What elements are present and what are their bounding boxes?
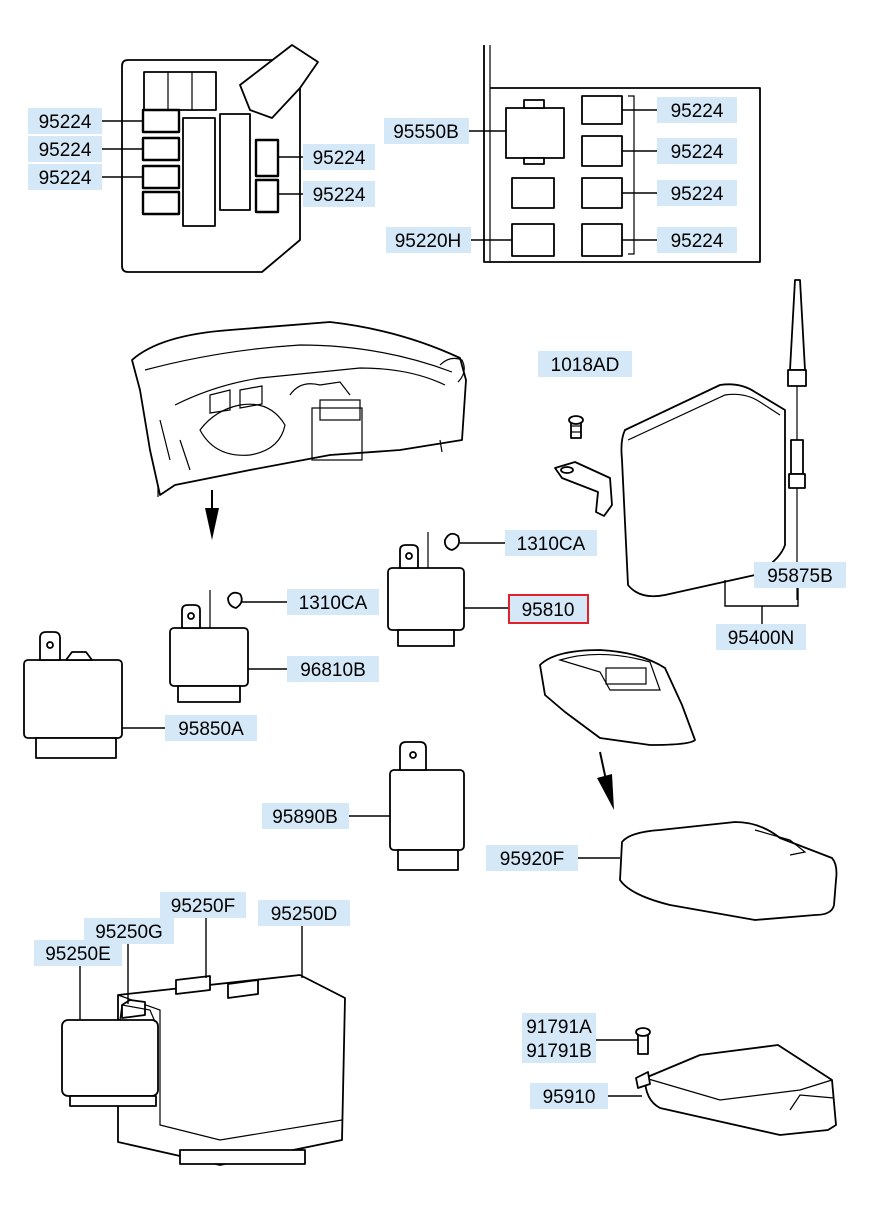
svg-text:95224: 95224 xyxy=(313,148,366,169)
relay-panel-right xyxy=(483,45,761,263)
svg-text:95250F: 95250F xyxy=(171,896,235,917)
label-95850a[interactable]: 95850A xyxy=(165,715,257,741)
label-95224-h[interactable]: 95224 xyxy=(657,180,737,206)
svg-text:91791B: 91791B xyxy=(526,1041,592,1062)
svg-text:91791A: 91791A xyxy=(526,1017,592,1038)
label-95250f[interactable]: 95250F xyxy=(160,892,246,918)
relay-95810 xyxy=(387,532,465,647)
svg-text:95550B: 95550B xyxy=(393,122,459,143)
module-95920f xyxy=(619,821,838,921)
svg-text:1310CA: 1310CA xyxy=(299,593,368,614)
arrow-down-icon xyxy=(597,751,614,810)
svg-text:95224: 95224 xyxy=(39,168,92,189)
highlight-box xyxy=(508,594,589,624)
label-95920f[interactable]: 95920F xyxy=(486,845,578,871)
label-96810b[interactable]: 96810B xyxy=(287,656,379,682)
antenna-95875b xyxy=(787,279,807,600)
label-95910[interactable]: 95910 xyxy=(530,1083,608,1109)
label-1018ad[interactable]: 1018AD xyxy=(538,351,632,377)
bolt-1018ad xyxy=(568,415,584,439)
dashboard-outline xyxy=(131,321,467,497)
module-95910 xyxy=(635,1027,837,1136)
svg-text:95224: 95224 xyxy=(313,185,366,206)
junction-box-left xyxy=(121,44,319,273)
svg-text:95220H: 95220H xyxy=(395,231,462,252)
label-91791a[interactable]: 91791A xyxy=(522,1013,596,1039)
console-outline xyxy=(539,649,696,746)
relay-95850a xyxy=(23,631,123,759)
label-95224-b[interactable]: 95224 xyxy=(28,136,102,162)
label-95250g[interactable]: 95250G xyxy=(84,918,174,944)
svg-text:95910: 95910 xyxy=(543,1087,596,1108)
svg-text:95250G: 95250G xyxy=(95,922,163,943)
control-module-95400n xyxy=(554,383,786,598)
label-95224-a[interactable]: 95224 xyxy=(28,108,102,134)
label-95875b[interactable]: 95875B xyxy=(754,562,846,588)
label-1310ca-b[interactable]: 1310CA xyxy=(287,589,379,615)
relay-box-95250 xyxy=(61,974,346,1166)
svg-text:95400N: 95400N xyxy=(728,628,795,649)
svg-text:95224: 95224 xyxy=(671,142,724,163)
svg-text:95250D: 95250D xyxy=(271,904,338,925)
svg-text:95920F: 95920F xyxy=(500,849,564,870)
svg-text:95224: 95224 xyxy=(671,231,724,252)
relay-95890b xyxy=(389,741,465,871)
svg-text:95224: 95224 xyxy=(671,101,724,122)
svg-text:95224: 95224 xyxy=(671,184,724,205)
leader-lines xyxy=(79,109,799,1097)
svg-text:95875B: 95875B xyxy=(767,566,833,587)
label-95250e[interactable]: 95250E xyxy=(34,940,122,966)
label-95810[interactable]: 95810 xyxy=(508,594,589,624)
label-95224-c[interactable]: 95224 xyxy=(28,164,102,190)
svg-text:95224: 95224 xyxy=(39,140,92,161)
label-95224-e[interactable]: 95224 xyxy=(303,181,375,207)
label-91791b[interactable]: 91791B xyxy=(522,1037,596,1063)
label-95220h[interactable]: 95220H xyxy=(386,227,471,253)
svg-text:96810B: 96810B xyxy=(300,660,366,681)
svg-text:95890B: 95890B xyxy=(272,807,338,828)
label-95890b[interactable]: 95890B xyxy=(262,803,349,829)
svg-text:95810: 95810 xyxy=(522,600,575,621)
svg-text:95224: 95224 xyxy=(39,112,92,133)
label-95224-d[interactable]: 95224 xyxy=(303,144,375,170)
label-95224-f[interactable]: 95224 xyxy=(657,97,737,123)
label-95400n[interactable]: 95400N xyxy=(716,624,806,650)
svg-text:95850A: 95850A xyxy=(178,719,244,740)
relay-96810b xyxy=(169,590,249,703)
arrow-down-icon xyxy=(205,490,219,540)
svg-text:1310CA: 1310CA xyxy=(517,534,586,555)
label-95224-g[interactable]: 95224 xyxy=(657,138,737,164)
label-95550b[interactable]: 95550B xyxy=(384,118,469,144)
svg-text:1018AD: 1018AD xyxy=(551,355,620,376)
label-1310ca-a[interactable]: 1310CA xyxy=(505,530,597,556)
label-95224-i[interactable]: 95224 xyxy=(657,227,737,253)
label-95250d[interactable]: 95250D xyxy=(258,900,350,926)
svg-text:95250E: 95250E xyxy=(45,944,111,965)
